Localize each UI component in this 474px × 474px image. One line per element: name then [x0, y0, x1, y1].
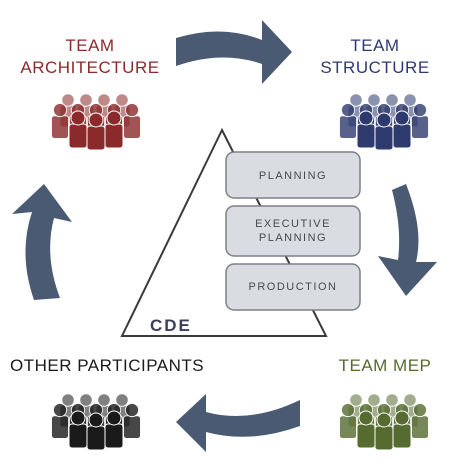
phase-box-production: [225, 263, 361, 311]
person-icon: [50, 102, 70, 139]
person-icon: [122, 402, 142, 440]
people-group-mep-icon: [338, 393, 430, 451]
person-icon: [122, 102, 142, 139]
arrow-other-to-architecture: [12, 184, 72, 300]
people-group-architecture-icon: [50, 93, 142, 151]
person-icon: [410, 402, 430, 440]
arrow-mep-to-other: [176, 394, 300, 452]
person-icon: [410, 102, 430, 139]
person-icon: [68, 410, 88, 449]
person-icon: [50, 402, 70, 440]
person-icon: [374, 112, 394, 151]
phase-box-executive-planning: [225, 205, 361, 257]
people-group-structure-icon: [338, 93, 430, 151]
phase-executive-line2: PLANNING: [258, 232, 328, 244]
people-group-other-icon: [50, 393, 142, 451]
person-icon: [374, 412, 394, 451]
phase-box-planning: [225, 151, 361, 199]
team-structure-line1: TEAM: [350, 36, 400, 55]
person-icon: [392, 110, 412, 149]
arrow-architecture-to-structure: [176, 20, 292, 84]
person-icon: [68, 110, 88, 149]
team-structure-line2: STRUCTURE: [320, 58, 430, 77]
arrow-structure-to-mep: [378, 184, 437, 296]
phase-executive-line1: EXECUTIVE: [255, 218, 331, 230]
team-architecture-line2: ARCHITECTURE: [20, 58, 160, 77]
team-mep-label: TEAM MEP: [338, 356, 432, 375]
team-architecture-label: TEAM ARCHITECTURE: [10, 35, 170, 79]
person-icon: [86, 412, 106, 451]
phase-executive-planning-label: EXECUTIVE PLANNING: [226, 217, 360, 245]
person-icon: [338, 402, 358, 440]
team-other-label: OTHER PARTICIPANTS: [10, 356, 205, 375]
person-icon: [356, 410, 376, 449]
phase-planning-label: PLANNING: [258, 170, 328, 182]
person-icon: [86, 112, 106, 151]
team-architecture-line1: TEAM: [65, 36, 115, 55]
person-icon: [356, 110, 376, 149]
person-icon: [338, 102, 358, 139]
person-icon: [104, 110, 124, 149]
person-icon: [104, 410, 124, 449]
person-icon: [392, 410, 412, 449]
team-structure-label: TEAM STRUCTURE: [300, 35, 450, 79]
cde-label: CDE: [150, 316, 192, 335]
phase-production-label: PRODUCTION: [248, 281, 338, 293]
